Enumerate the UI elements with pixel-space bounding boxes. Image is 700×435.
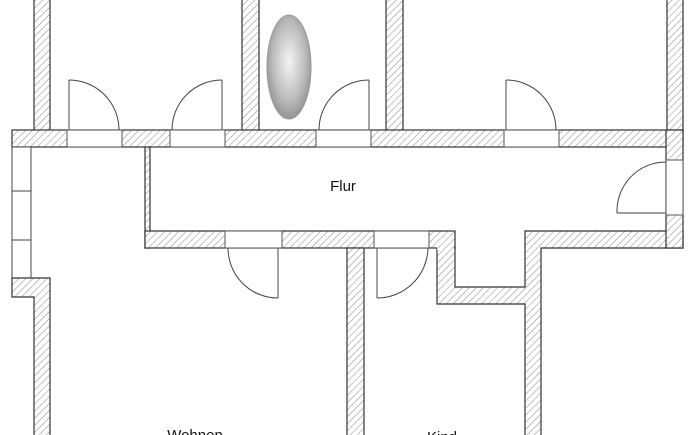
bathtub-icon [266, 14, 312, 120]
door-swing[interactable] [616, 161, 667, 214]
door-opening [665, 159, 684, 216]
door-opening [315, 129, 372, 148]
door-swing[interactable] [505, 79, 557, 131]
corridor-top-wall [11, 129, 684, 148]
room-label-flur: Flur [330, 178, 356, 195]
door-opening [224, 230, 283, 249]
wall [11, 277, 51, 435]
wall [346, 247, 365, 435]
upper-doors [68, 79, 557, 131]
room-label-wohnen: Wohnen [167, 427, 223, 435]
wall [436, 230, 684, 435]
door-swing[interactable] [68, 79, 120, 131]
wall [666, 0, 684, 133]
room-label-kind: Kind [427, 429, 457, 435]
door-swing-wohnen[interactable] [227, 247, 279, 299]
wall [33, 0, 51, 133]
door-opening [503, 129, 560, 148]
upper-walls [33, 0, 684, 133]
wall [241, 0, 260, 133]
door-swing[interactable] [318, 79, 370, 131]
door-swing[interactable] [171, 79, 223, 131]
door-opening [373, 230, 430, 249]
door-opening [169, 129, 226, 148]
door-swing-kind[interactable] [376, 247, 429, 299]
left-window [11, 146, 32, 279]
corridor-bottom-wall [144, 230, 684, 435]
wall [385, 0, 404, 133]
door-opening [66, 129, 123, 148]
